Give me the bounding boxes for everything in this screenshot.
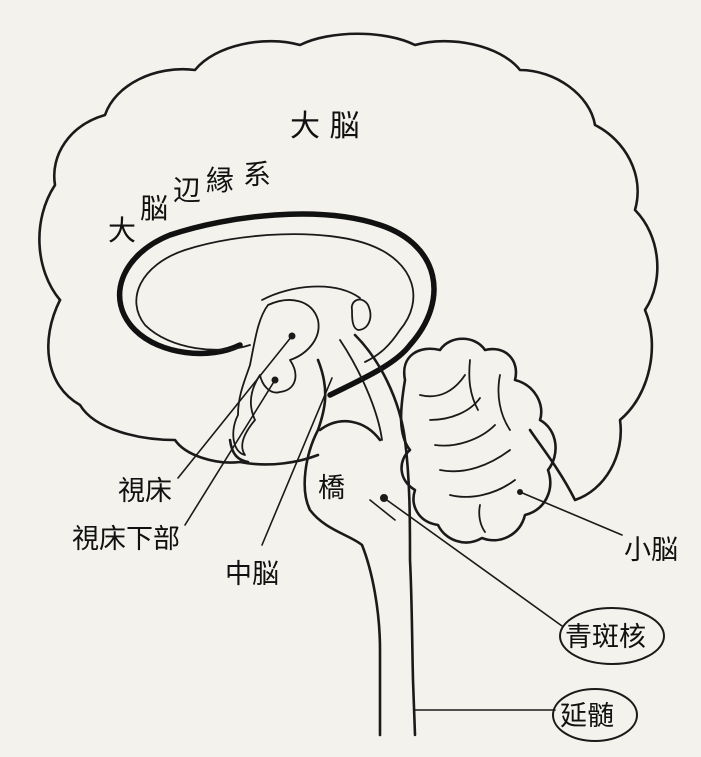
brainstem-back bbox=[355, 335, 415, 735]
limbic-label-char-2: 脳 bbox=[140, 192, 168, 225]
pons-label: 橋 bbox=[318, 473, 345, 504]
cerebellum-folia-1 bbox=[420, 375, 515, 497]
hypothalamus-label: 視床下部 bbox=[72, 524, 180, 555]
cerebellum-dot bbox=[517, 489, 523, 495]
cerebellum-folia-2 bbox=[469, 360, 510, 532]
cerebrum-outline bbox=[39, 34, 657, 500]
limbic-label-char-1: 大 bbox=[108, 214, 136, 247]
corpus-callosum bbox=[136, 234, 413, 362]
thalamus-label: 視床 bbox=[118, 476, 172, 507]
locus-coeruleus-dot bbox=[380, 494, 388, 502]
limbic-label-char-4: 縁 bbox=[206, 164, 234, 197]
third-ventricle bbox=[352, 300, 371, 330]
limbic-label-char-5: 系 bbox=[243, 158, 271, 191]
midbrain-label: 中脳 bbox=[225, 559, 279, 590]
limbic-label-char-3: 辺 bbox=[173, 174, 201, 207]
cerebellum-label: 小脳 bbox=[624, 535, 678, 566]
locus-coeruleus-label: 青斑核 bbox=[565, 622, 646, 653]
limbic-system bbox=[120, 214, 434, 395]
cerebellum-leader bbox=[520, 492, 622, 535]
thalamus-dot bbox=[289, 333, 296, 340]
fornix bbox=[262, 286, 360, 300]
pons-bulge bbox=[320, 421, 380, 440]
hypothalamus-dot bbox=[272, 377, 279, 384]
medulla-label: 延髄 bbox=[560, 701, 614, 732]
cerebrum-label: 大 脳 bbox=[290, 109, 360, 144]
